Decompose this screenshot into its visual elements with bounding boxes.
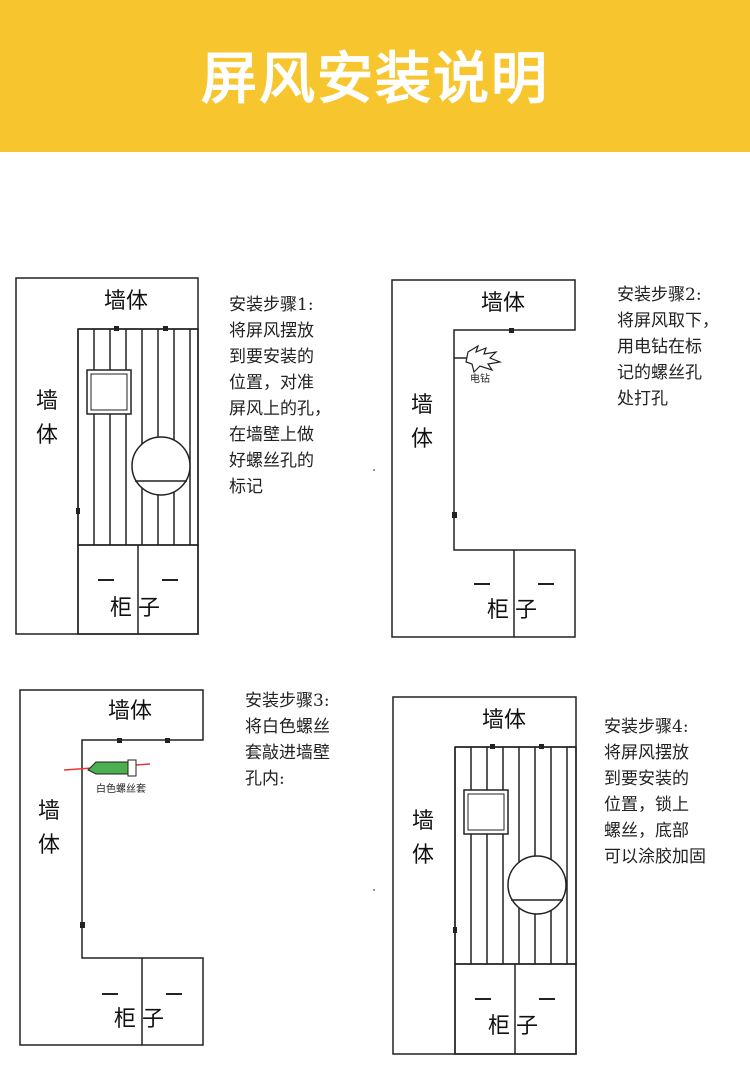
cabinet-label-2: 子 bbox=[142, 1007, 164, 1032]
wall-side-label-1: 墙 bbox=[36, 389, 58, 414]
cabinet-label-2: 子 bbox=[516, 1014, 538, 1039]
cabinet-label-1: 柜 bbox=[110, 596, 132, 621]
wall-side-label-1: 墙 bbox=[38, 799, 60, 824]
wall-side-label-2: 体 bbox=[412, 843, 434, 868]
wall-side-label-1: 墙 bbox=[411, 393, 433, 418]
diagram-step-1: 墙体 墙 体 柜 子 bbox=[15, 277, 199, 635]
diagram-step-3: 白色螺丝套 墙体 墙 体 柜 子 bbox=[19, 689, 204, 1046]
wall-side-label-2: 体 bbox=[38, 833, 60, 858]
round-window bbox=[507, 855, 567, 915]
cabinet-label-1: 柜 bbox=[487, 598, 509, 623]
round-window bbox=[131, 436, 191, 496]
drill-icon bbox=[454, 344, 503, 374]
screen-slats bbox=[470, 747, 568, 964]
anchor-label: 白色螺丝套 bbox=[96, 782, 146, 795]
wall-label: 墙体 bbox=[481, 291, 525, 316]
screen-panel bbox=[77, 328, 199, 546]
cabinet-label-1: 柜 bbox=[488, 1014, 510, 1039]
cabinet-label-1: 柜 bbox=[114, 1007, 136, 1032]
drill-label: 电钻 bbox=[470, 372, 490, 385]
screw-anchor-icon bbox=[63, 759, 151, 777]
page-title: 屏风安装说明 bbox=[201, 47, 549, 112]
wall-outline bbox=[391, 279, 576, 638]
cabinet-label-2: 子 bbox=[515, 598, 537, 623]
diagram-step-4: 墙体 墙 体 柜 子 bbox=[392, 696, 577, 1055]
wall-outline bbox=[19, 689, 204, 1046]
screen-slats bbox=[93, 329, 191, 545]
title-banner: 屏风安装说明 bbox=[0, 0, 750, 152]
wall-side-label-2: 体 bbox=[36, 423, 58, 448]
step-1-text: 安装步骤1: 将屏风摆放 到要安装的 位置，对准 屏风上的孔， 在墙壁上做 好螺… bbox=[229, 295, 331, 497]
step-2-text: 安装步骤2: 将屏风取下， 用电钻在标 记的螺丝孔 处打孔 bbox=[617, 285, 719, 409]
screen-panel bbox=[454, 746, 577, 965]
square-window bbox=[463, 789, 509, 835]
wall-label: 墙体 bbox=[482, 708, 526, 733]
step-3-text: 安装步骤3: 将白色螺丝 套敲进墙壁 孔内: bbox=[245, 691, 330, 789]
step-4-text: 安装步骤4: 将屏风摆放 到要安装的 位置，锁上 螺丝，底部 可以涂胶加固 bbox=[604, 717, 706, 867]
wall-label: 墙体 bbox=[104, 289, 148, 314]
wall-side-label-2: 体 bbox=[411, 427, 433, 452]
wall-side-label-1: 墙 bbox=[412, 809, 434, 834]
wall-label: 墙体 bbox=[108, 699, 152, 724]
cabinet-label-2: 子 bbox=[138, 596, 160, 621]
diagram-step-2: 电钻 墙体 墙 体 柜 子 bbox=[391, 279, 576, 638]
square-window bbox=[86, 369, 132, 415]
